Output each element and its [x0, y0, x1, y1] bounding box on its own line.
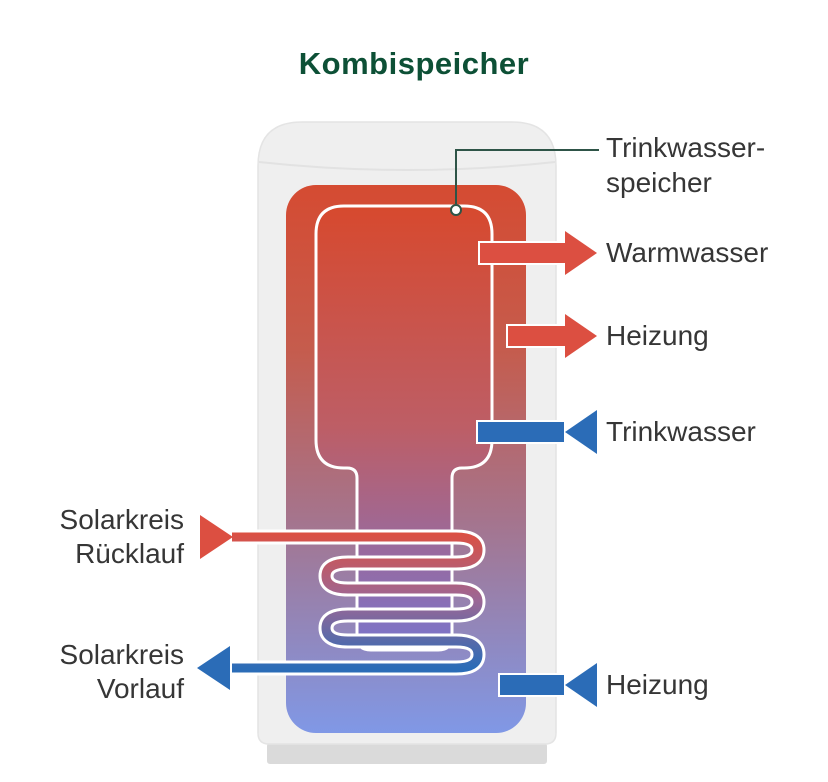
label-solarkreis-ruecklauf-line1: Solarkreis	[59, 504, 184, 535]
callout-connector-line	[455, 149, 599, 204]
solar-vorlauf-arrowhead	[197, 646, 230, 690]
warmwasser-arrow	[478, 231, 597, 275]
label-solarkreis-vorlauf-line1: Solarkreis	[59, 639, 184, 670]
label-warmwasser: Warmwasser	[606, 237, 769, 268]
label-solarkreis-ruecklauf: Solarkreis Rücklauf	[20, 503, 184, 571]
label-trinkwasser: Trinkwasser	[606, 416, 756, 447]
warmwasser-arrowhead	[565, 231, 597, 275]
heizung-supply-arrow-shaft	[506, 324, 568, 348]
solar-ruecklauf-arrowhead	[200, 515, 233, 559]
label-trinkwasserspeicher: Trinkwasser- speicher	[606, 130, 765, 200]
label-solarkreis-vorlauf: Solarkreis Vorlauf	[20, 638, 184, 706]
label-trinkwasserspeicher-line2: speicher	[606, 167, 712, 198]
heizung-supply-arrow	[506, 314, 597, 358]
label-trinkwasserspeicher-line1: Trinkwasser-	[606, 132, 766, 163]
label-heizung-return: Heizung	[606, 669, 709, 700]
page-title: Kombispeicher	[298, 46, 530, 81]
tank-lid-seam	[258, 161, 556, 171]
heizung-supply-arrowhead	[565, 314, 597, 358]
label-solarkreis-vorlauf-line2: Vorlauf	[96, 673, 184, 704]
heizung-return-arrowhead	[565, 663, 597, 707]
callout-connector-dot	[450, 204, 462, 216]
heizung-return-arrow-shaft	[498, 673, 566, 697]
heizung-return-arrow	[498, 663, 597, 707]
warmwasser-arrow-shaft	[478, 241, 568, 265]
trinkwasser-arrowhead	[565, 410, 597, 454]
label-solarkreis-ruecklauf-line2: Rücklauf	[75, 538, 184, 569]
trinkwasser-arrow	[476, 410, 597, 454]
tank-base	[267, 743, 547, 764]
trinkwasser-arrow-shaft	[476, 420, 566, 444]
label-heizung-supply: Heizung	[606, 320, 709, 351]
solar-coil	[232, 532, 483, 673]
